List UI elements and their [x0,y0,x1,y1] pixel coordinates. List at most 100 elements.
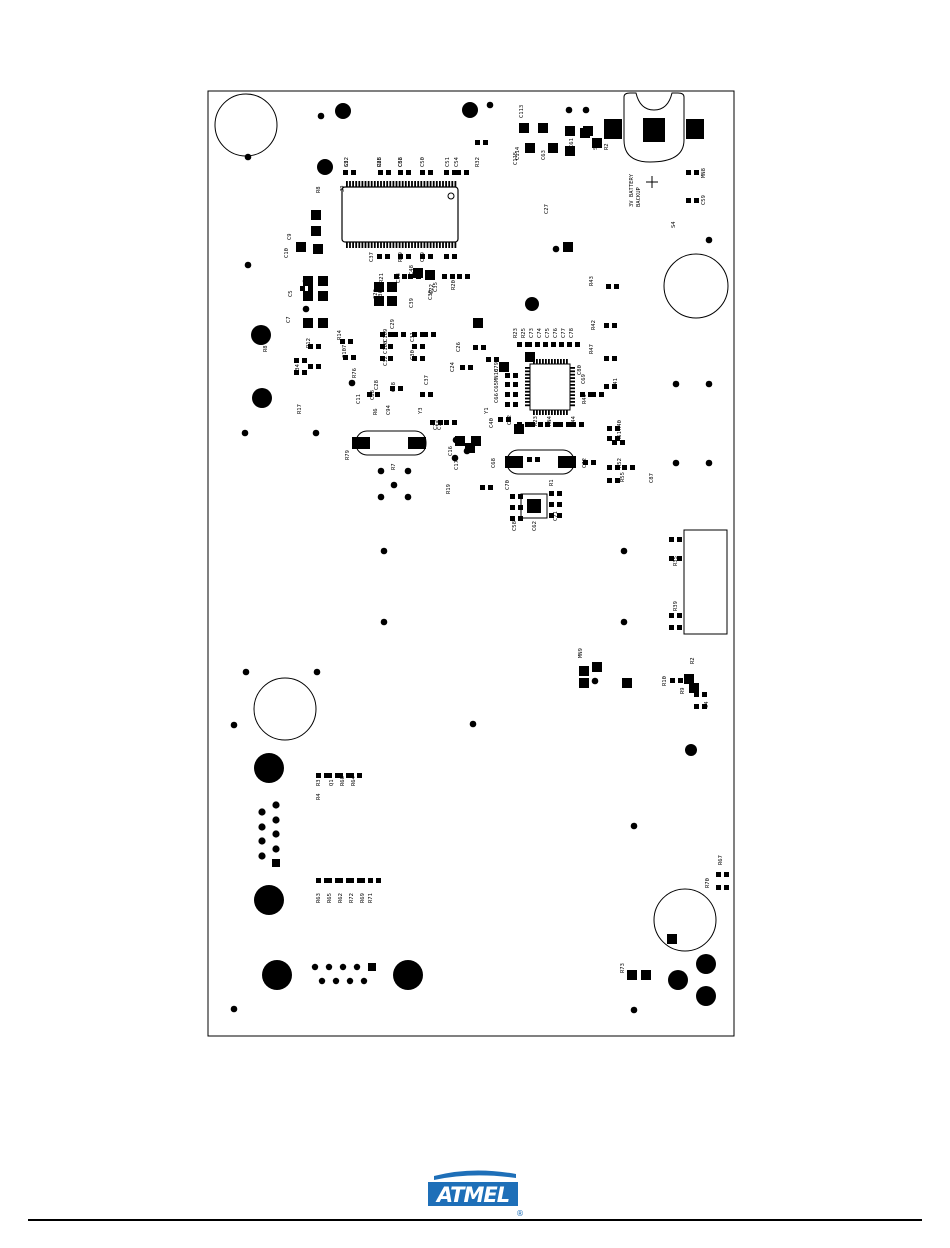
ref-designator-label: C52 [344,157,350,167]
ic-pin [401,242,404,248]
ic-pin [536,410,538,415]
crystal-pad [505,456,523,468]
ref-designator-label: R8 [316,186,322,193]
ic-pin [566,410,568,415]
smd-pad [428,170,433,175]
ref-designator-label: C63 [541,150,547,160]
smd-pad [686,198,691,203]
smd-pad [388,332,393,337]
smd-pad [694,170,699,175]
smd-pad [513,402,518,407]
ic-pin [395,242,398,248]
ic-pin [525,367,530,369]
ic-pin [364,242,367,248]
ref-designator-label: C50 [420,157,426,167]
ref-designator-label: R7 [391,463,397,470]
smd-pad [604,356,609,361]
smd-pad [420,254,425,259]
header-pin [272,830,280,838]
ic-pin [451,242,454,248]
ref-designator-label: C38 [391,382,397,392]
smd-pad [438,420,443,425]
smd-pad [527,457,532,462]
via [705,459,713,467]
smd-pad [557,491,562,496]
smd-pad [316,878,321,883]
ref-designator-label: C59 [701,195,707,205]
ref-designator-label: R64 [351,775,357,786]
smd-pad-large [641,970,651,980]
ic-pin [570,377,575,379]
smd-pad-large [667,934,677,944]
smd-pad [510,516,515,521]
smd-pad [406,254,411,259]
smd-pad [558,422,563,427]
ic-pin [404,181,407,187]
smd-pad [606,284,611,289]
smd-pad [612,323,617,328]
header-pin [258,837,266,845]
smd-pad [378,170,383,175]
ic-pin [442,181,444,187]
ref-designator-label: C71 [553,511,559,521]
ic-pin [560,410,562,415]
via [630,1006,638,1014]
ref-designator-label: R21 [379,273,385,283]
ic-pin [358,242,361,248]
smd-pad [513,392,518,397]
smd-pad [669,537,674,542]
smd-pad [724,872,729,877]
filled-pad [254,753,284,783]
footer-rule [28,1219,922,1221]
ref-designator-label: Y1 [484,407,490,414]
dsub-pin-1 [368,963,376,971]
ic-pin [525,397,530,400]
smd-pad [535,457,540,462]
ref-designator-label: C24 [450,361,456,372]
smd-pad [622,465,627,470]
ic-pin [417,181,420,187]
smd-pad-large [499,362,509,372]
ref-designator-label: C29 [390,319,396,329]
ref-designator-label: R8 [263,345,269,352]
ic-pin [554,359,556,364]
ic-pin [370,242,373,248]
smd-pad [465,274,470,279]
ic-pin [566,359,568,364]
smd-pad-large [318,318,328,328]
smd-pad-large [525,352,535,362]
ic-pin [398,181,401,187]
via [312,429,320,437]
ic-pin [349,242,351,248]
ic-pin [570,401,575,403]
ic-pin [548,359,550,364]
ic-pin [439,181,441,187]
ic-pin [352,181,354,187]
ic-pin [361,242,364,248]
smd-pad [614,284,619,289]
smd-pad [557,502,562,507]
smd-pad [420,332,425,337]
ref-designator-label: R73 [620,963,626,973]
smd-pad [615,465,620,470]
smd-pad [338,773,343,778]
ref-designator-label: C114 [515,146,521,160]
smd-pad [393,332,398,337]
smd-pad [716,872,721,877]
via [230,1005,238,1013]
ref-designator-label: S3 [593,143,599,150]
ref-designator-label: R25 [521,328,527,338]
battery-label-2: BACKUP [636,186,642,207]
mounting-hole [214,93,278,157]
via [380,547,388,555]
smd-pad [669,625,674,630]
ref-designator-label: R23 [513,328,519,338]
logo-swoosh [434,1170,516,1180]
ic-pin [432,242,435,248]
battery-label-1: 3V BATTERY [629,173,635,207]
ref-designator-label: MN9 [578,648,584,658]
smd-pad [420,392,425,397]
smd-pad [513,373,518,378]
dsub-pin [339,963,347,971]
via [705,380,713,388]
